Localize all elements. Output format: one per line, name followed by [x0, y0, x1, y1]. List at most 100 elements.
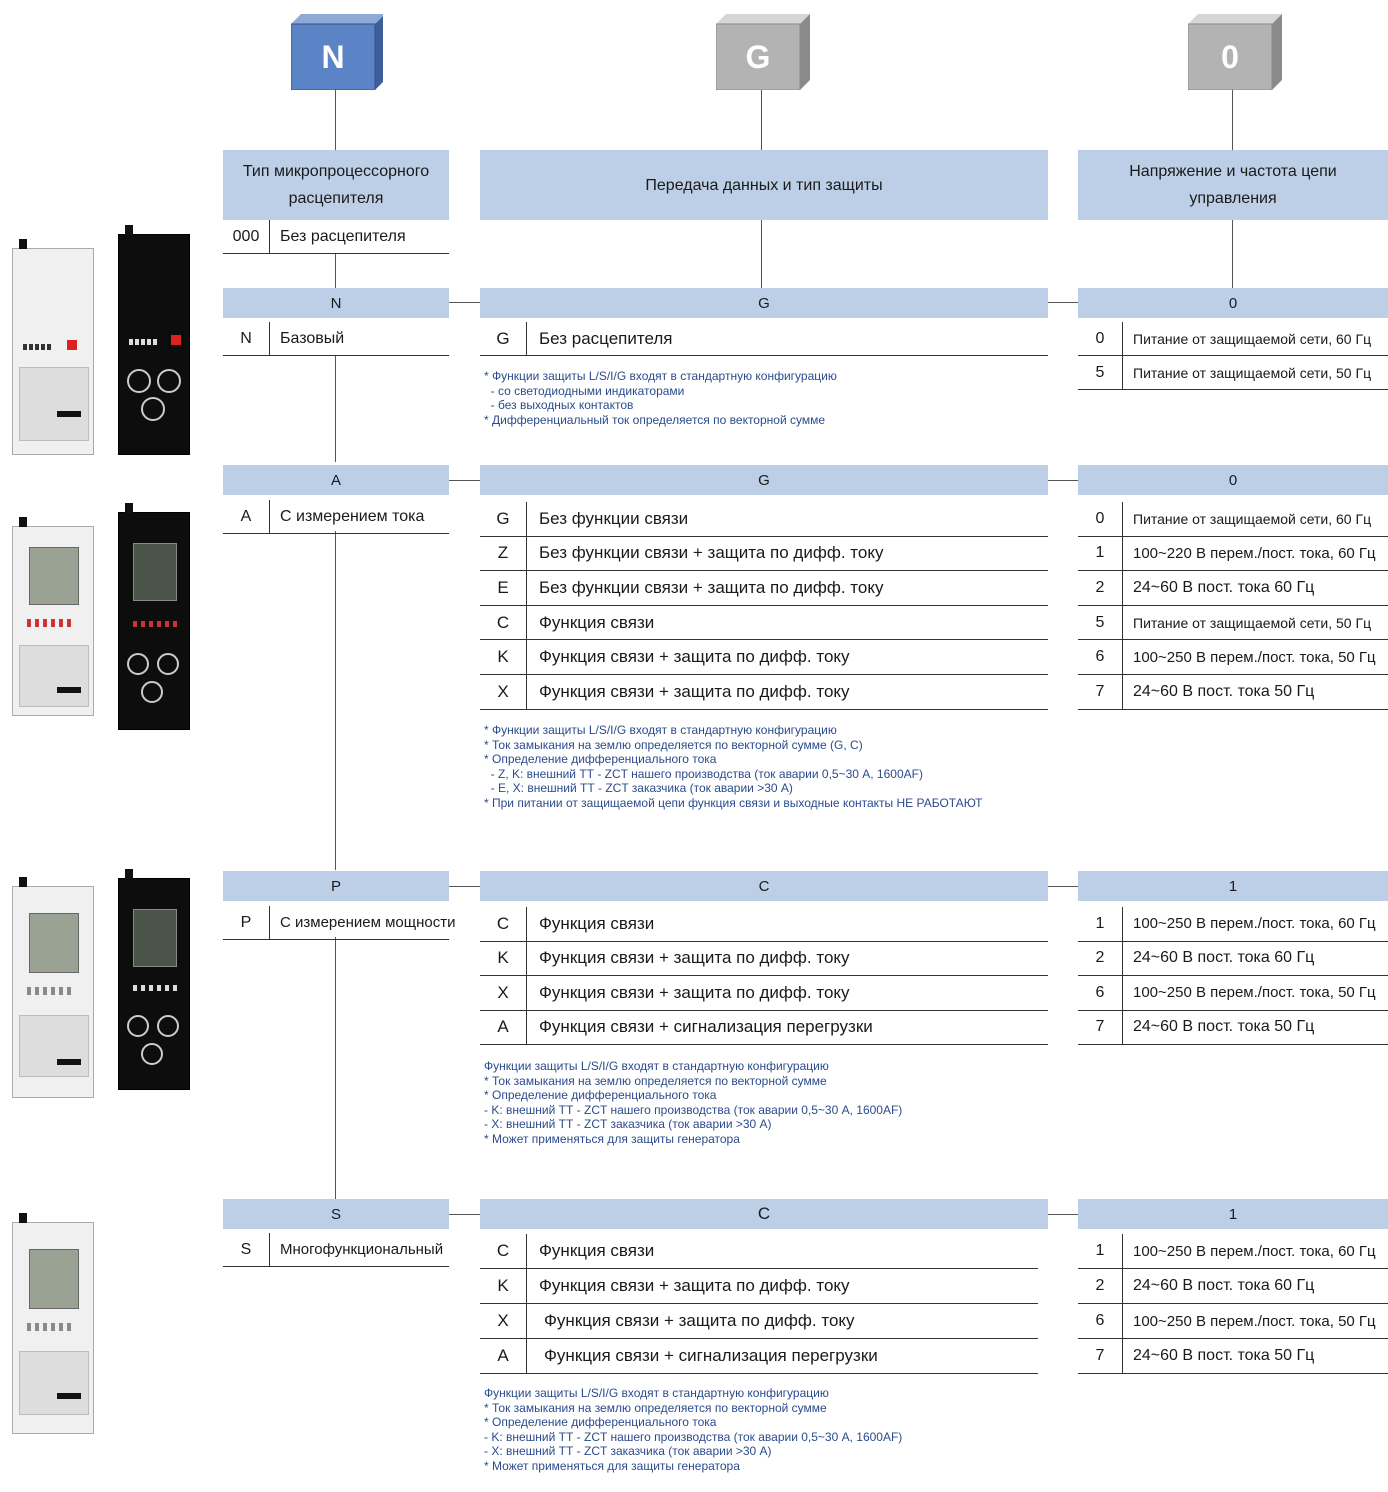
voltage-row: 1 100~250 В перем./пост. тока, 60 Гц — [1078, 1234, 1388, 1269]
option-label: 100~250 В перем./пост. тока, 50 Гц — [1133, 648, 1376, 666]
voltage-row: 1 100~220 В перем./пост. тока, 60 Гц — [1078, 536, 1388, 572]
comm-row: K Функция связи + защита по дифф. току — [480, 941, 1048, 976]
option-label: С измерением мощности — [280, 914, 456, 931]
connector-line — [448, 302, 480, 303]
comm-options: G Без расцепителя — [480, 322, 1048, 356]
option-label: Без расцепителя — [539, 328, 673, 348]
option-code: C — [480, 1234, 527, 1268]
option-label: 24~60 В пост. тока 60 Гц — [1133, 578, 1315, 596]
option-label: Функция связи + защита по дифф. току — [539, 1276, 850, 1295]
voltage-options: 1 100~250 В перем./пост. тока, 60 Гц 2 24~… — [1078, 907, 1388, 1045]
type-bar: A — [223, 465, 449, 495]
type-options: N Базовый — [223, 322, 449, 356]
option-label: 100~250 В перем./пост. тока, 60 Гц — [1133, 915, 1376, 933]
voltage-bar: 1 — [1078, 871, 1388, 901]
option-label: 100~250 В перем./пост. тока, 60 Гц — [1133, 1242, 1376, 1260]
voltage-row: 5 Питание от защищаемой сети, 50 Гц — [1078, 356, 1388, 390]
option-code: 0 — [1078, 322, 1123, 355]
comm-row: C Функция связи — [480, 907, 1048, 942]
connector-line — [1048, 302, 1078, 303]
option-label: Многофункциональный — [280, 1241, 444, 1258]
option-code: A — [223, 500, 270, 533]
option-label: Без функции связи + защита по дифф. току — [539, 577, 884, 597]
option-label: 100~220 В перем./пост. тока, 60 Гц — [1133, 544, 1376, 562]
connector-line — [335, 254, 336, 288]
option-code: N — [223, 322, 270, 355]
option-code: 0 — [1078, 502, 1123, 536]
connector-line — [1048, 480, 1078, 481]
type-row: N Базовый — [223, 322, 449, 356]
option-code: G — [480, 322, 527, 355]
comm-options: C Функция связи K Функция связи + защита п… — [480, 907, 1048, 1045]
voltage-row: 1 100~250 В перем./пост. тока, 60 Гц — [1078, 907, 1388, 942]
trip-relay-image-basic-white — [12, 239, 94, 455]
connector-line — [1048, 1214, 1078, 1215]
option-label: Функция связи + защита по дифф. току — [539, 948, 850, 968]
option-code: X — [480, 1304, 527, 1338]
option-label: 100~250 В перем./пост. тока, 50 Гц — [1133, 984, 1376, 1002]
cube-letter: N — [321, 38, 345, 75]
option-code: A — [480, 1010, 527, 1044]
option-code: Z — [480, 536, 527, 571]
comm-notes: * Функции защиты L/S/I/G входят в станда… — [484, 369, 837, 427]
option-code: 2 — [1078, 941, 1123, 975]
option-label: Функция связи + сигнализация перегрузки — [539, 1017, 873, 1037]
option-label: Функция связи + сигнализация перегрузки — [544, 1346, 878, 1365]
type-options: A С измерением тока — [223, 500, 449, 534]
option-label: Функция связи — [539, 612, 655, 632]
option-code: 7 — [1078, 1010, 1123, 1044]
option-code: K — [480, 941, 527, 975]
option-code: E — [480, 571, 527, 605]
option-code: P — [223, 906, 270, 939]
comm-row: C Функция связи — [480, 1234, 1038, 1269]
comm-notes: Функции защиты L/S/I/G входят в стандарт… — [484, 1059, 903, 1146]
option-code: 1 — [1078, 1234, 1123, 1268]
option-code: 1 — [1078, 536, 1123, 571]
option-code: 2 — [1078, 1269, 1123, 1303]
connector-line — [448, 1214, 480, 1215]
header-comm-type: Передача данных и тип защиты — [480, 150, 1048, 220]
comm-notes: Функции защиты L/S/I/G входят в стандарт… — [484, 1386, 903, 1473]
comm-bar: C — [480, 871, 1048, 901]
trip-relay-image-power-white — [12, 877, 94, 1098]
option-code: 5 — [1078, 356, 1123, 389]
comm-row: A Функция связи + сигнализация перегрузки — [480, 1010, 1048, 1045]
type-bar: S — [223, 1199, 449, 1229]
option-label: Без функции связи + защита по дифф. току — [539, 543, 884, 563]
cube-letter: G — [745, 38, 771, 75]
option-label: Функция связи — [539, 913, 655, 933]
connector-line — [1232, 220, 1233, 288]
connector-line — [335, 937, 336, 1199]
comm-bar: C — [480, 1199, 1048, 1229]
comm-bar: G — [480, 465, 1048, 495]
option-code: C — [480, 907, 527, 941]
trip-relay-image-current-white — [12, 517, 94, 716]
option-code: 1 — [1078, 907, 1123, 941]
comm-bar: G — [480, 288, 1048, 318]
connector-line — [761, 220, 762, 288]
header-trip-type: Тип микропроцессорного расцепителя — [223, 150, 449, 220]
type-row: A С измерением тока — [223, 500, 449, 534]
voltage-bar: 1 — [1078, 1199, 1388, 1229]
option-label: Функция связи + защита по дифф. току — [544, 1311, 855, 1330]
option-label: 24~60 В пост. тока 50 Гц — [1133, 1347, 1315, 1364]
option-code: G — [480, 502, 527, 536]
type-bar: N — [223, 288, 449, 318]
option-label: Функция связи — [539, 1241, 655, 1260]
type-options: S Многофункциональный — [223, 1233, 449, 1267]
option-label: 24~60 В пост. тока 60 Гц — [1133, 949, 1315, 967]
voltage-options: 0 Питание от защищаемой сети, 60 Гц 5 Пи… — [1078, 322, 1388, 390]
option-code: A — [480, 1339, 527, 1373]
option-label: 24~60 В пост. тока 50 Гц — [1133, 682, 1315, 700]
